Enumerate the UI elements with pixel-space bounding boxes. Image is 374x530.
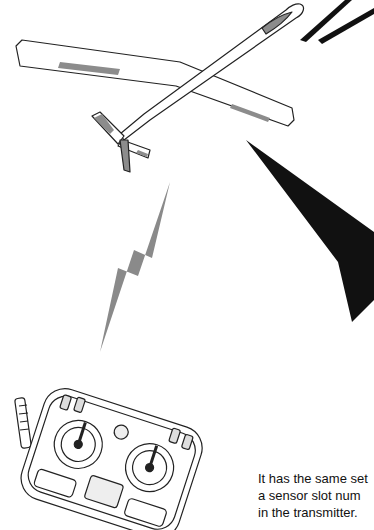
- signal-bolt-black: [246, 0, 374, 322]
- glider: [16, 4, 303, 172]
- note-line: It has the same set: [258, 470, 368, 487]
- signal-bolt-grey: [100, 182, 170, 352]
- note-line: in the transmitter.: [258, 504, 368, 521]
- transmitter: [15, 383, 208, 530]
- note-text: It has the same seta sensor slot numin t…: [258, 470, 368, 521]
- note-line: a sensor slot num: [258, 487, 368, 504]
